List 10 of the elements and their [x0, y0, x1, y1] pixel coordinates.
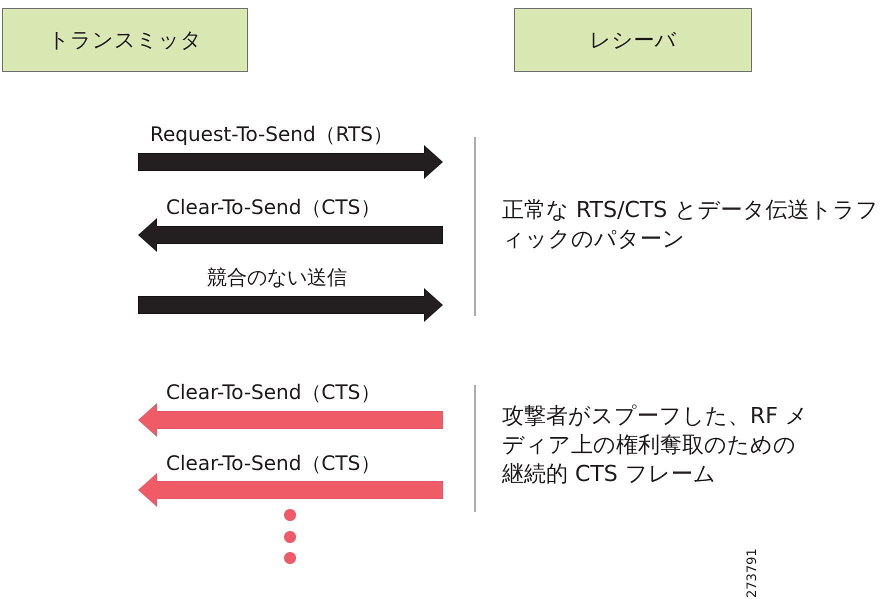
- figure-number: 273791: [745, 548, 760, 598]
- arrow-label: 競合のない送信: [207, 264, 347, 291]
- role-box: レシーバ: [514, 8, 752, 72]
- arrow-label: Request-To-Send（RTS）: [150, 121, 393, 148]
- role-box: トランスミッタ: [2, 8, 248, 72]
- attack-note: 攻撃者がスプーフした、RF メディア上の権利奪取のための継続的 CTS フレーム: [502, 403, 809, 489]
- arrow-label: Clear-To-Send（CTS）: [166, 194, 380, 221]
- arrow-label: Clear-To-Send（CTS）: [166, 450, 380, 477]
- arrow-label: Clear-To-Send（CTS）: [166, 379, 380, 406]
- pattern-note: 正常な RTS/CTS とデータ伝送トラフィックのパターン: [502, 197, 880, 254]
